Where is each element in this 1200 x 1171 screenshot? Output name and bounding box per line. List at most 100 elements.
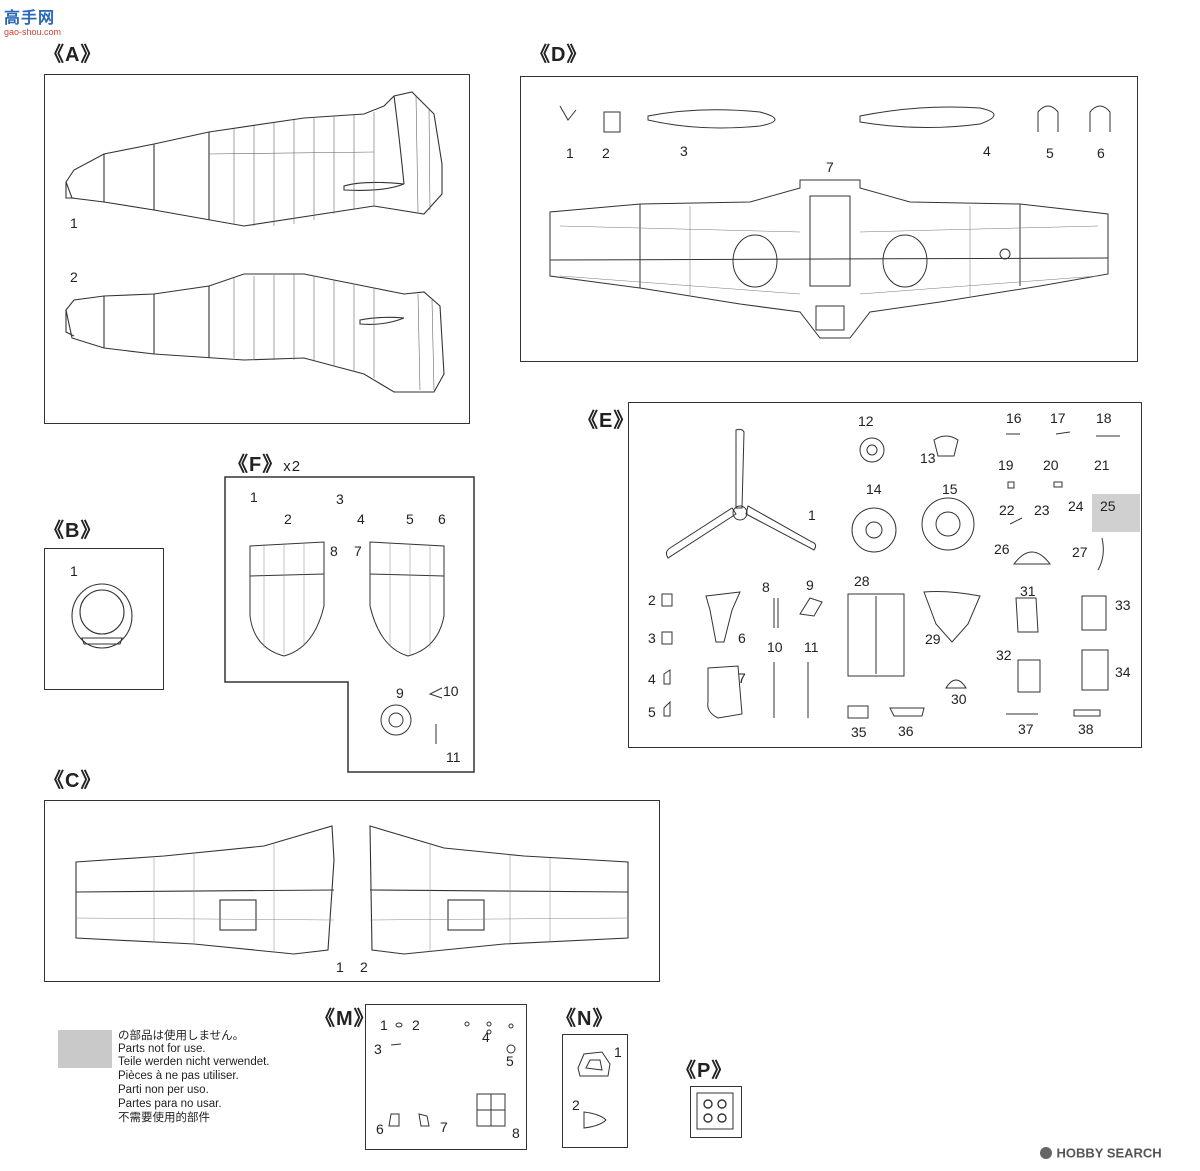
legend-line-ja: の部品は使用しません。	[118, 1030, 245, 1042]
part-f-2: 2	[284, 511, 292, 527]
part-e-8: 8	[762, 579, 770, 595]
section-m-label: 《M》	[315, 1008, 375, 1030]
part-e-30: 30	[951, 691, 967, 707]
part-a-1: 1	[70, 215, 78, 231]
part-e-13: 13	[920, 450, 936, 466]
legend-line-es: Partes para no usar.	[118, 1098, 222, 1110]
part-e-33: 33	[1115, 597, 1131, 613]
hobbysearch-logo-icon	[1040, 1146, 1052, 1159]
section-a-label: 《A》	[44, 44, 102, 66]
part-m-5: 5	[506, 1053, 514, 1069]
part-m-4: 4	[482, 1029, 490, 1045]
part-n-2: 2	[572, 1097, 580, 1113]
section-b-cowling	[71, 583, 133, 649]
section-d-parts	[549, 105, 1111, 339]
section-f-label: 《F》x2	[228, 448, 301, 477]
part-b-1: 1	[70, 563, 78, 579]
part-e-35: 35	[851, 724, 867, 740]
part-a-2: 2	[70, 269, 78, 285]
part-c-1: 1	[336, 959, 344, 975]
section-p-parts	[696, 1092, 734, 1130]
section-c-label: 《C》	[44, 770, 102, 792]
part-e-28: 28	[854, 573, 870, 589]
part-m-2: 2	[412, 1017, 420, 1033]
part-f-1: 1	[250, 489, 258, 505]
part-f-7: 7	[354, 543, 362, 559]
part-d-7: 7	[826, 159, 834, 175]
part-f-3: 3	[336, 491, 344, 507]
section-a-fuselage-halves	[65, 91, 445, 393]
part-e-17: 17	[1050, 410, 1066, 426]
part-e-3: 3	[648, 630, 656, 646]
part-e-5: 5	[648, 704, 656, 720]
part-e-20: 20	[1043, 457, 1059, 473]
section-b-label: 《B》	[44, 520, 102, 542]
part-e-19: 19	[998, 457, 1014, 473]
part-e-38: 38	[1078, 721, 1094, 737]
part-f-4: 4	[357, 511, 365, 527]
section-e-frame	[628, 402, 1142, 748]
watermark-bottom: HOBBY SEARCH	[1040, 1144, 1200, 1164]
part-e-24: 24	[1068, 498, 1084, 514]
part-e-16: 16	[1006, 410, 1022, 426]
watermark-bottom-text: HOBBY SEARCH	[1056, 1145, 1162, 1161]
part-f-11: 11	[446, 749, 461, 765]
section-n-label: 《N》	[556, 1008, 614, 1030]
part-e-6: 6	[738, 630, 746, 646]
section-d-label: 《D》	[530, 44, 588, 66]
section-f-name: 《F》	[228, 454, 284, 476]
part-e-10: 10	[767, 639, 783, 655]
part-e-15: 15	[942, 481, 958, 497]
part-e-32: 32	[996, 647, 1012, 663]
part-m-1: 1	[380, 1017, 388, 1033]
part-e-34: 34	[1115, 664, 1131, 680]
section-p-label: 《P》	[676, 1060, 733, 1082]
part-c-2: 2	[360, 959, 368, 975]
part-e-37: 37	[1018, 721, 1034, 737]
section-n-parts	[577, 1051, 611, 1129]
part-d-3: 3	[680, 143, 688, 159]
part-m-8: 8	[512, 1125, 520, 1141]
part-e-12: 12	[858, 413, 874, 429]
part-d-1: 1	[566, 145, 574, 161]
legend-line-fr: Pièces à ne pas utiliser.	[118, 1070, 239, 1082]
part-e-27: 27	[1072, 544, 1088, 560]
part-e-11: 11	[804, 639, 819, 655]
legend-line-en: Parts not for use.	[118, 1043, 206, 1055]
section-d-frame	[520, 76, 1138, 362]
legend-line-it: Parti non per uso.	[118, 1084, 209, 1096]
watermark-url: gao-shou.com	[4, 27, 62, 37]
part-d-5: 5	[1046, 145, 1054, 161]
part-d-4: 4	[983, 143, 991, 159]
part-e-25: 25	[1100, 498, 1116, 514]
part-e-31: 31	[1020, 583, 1036, 599]
part-e-9: 9	[806, 577, 814, 593]
legend-line-de: Teile werden nicht verwendet.	[118, 1056, 270, 1068]
part-m-3: 3	[374, 1041, 382, 1057]
part-e-21: 21	[1094, 457, 1110, 473]
part-m-7: 7	[440, 1119, 448, 1135]
part-e-22: 22	[999, 502, 1015, 518]
not-for-use-swatch	[58, 1030, 112, 1068]
part-e-18: 18	[1096, 410, 1112, 426]
part-e-36: 36	[898, 723, 914, 739]
part-e-7: 7	[738, 670, 746, 686]
section-e-label: 《E》	[578, 410, 635, 432]
part-n-1: 1	[614, 1044, 622, 1060]
part-f-5: 5	[406, 511, 414, 527]
part-e-1: 1	[808, 507, 816, 523]
section-f-multiplier: x2	[283, 458, 302, 475]
part-e-23: 23	[1034, 502, 1050, 518]
part-e-2: 2	[648, 592, 656, 608]
part-e-4: 4	[648, 671, 656, 687]
legend-line-zh: 不需要使用的部件	[118, 1112, 210, 1124]
part-d-2: 2	[602, 145, 610, 161]
section-e-parts	[661, 428, 1140, 719]
section-c-wing-halves	[75, 825, 629, 955]
part-e-14: 14	[866, 481, 882, 497]
part-e-26: 26	[994, 541, 1010, 557]
section-m-parts	[388, 1021, 516, 1127]
watermark-glyphs: 高手网	[4, 10, 56, 27]
part-f-6: 6	[438, 511, 446, 527]
section-f-frame	[224, 476, 475, 773]
